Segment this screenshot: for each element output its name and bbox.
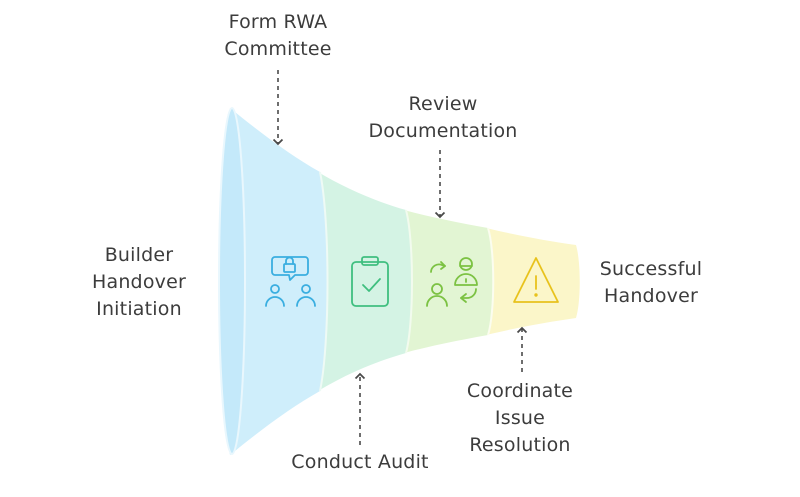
label-form-rwa-committee: Form RWA Committee [224, 11, 332, 60]
people-exchange-icon [426, 257, 478, 307]
segment-divider [319, 171, 329, 392]
meeting-lock-icon [265, 256, 316, 307]
warning-triangle-icon [513, 257, 559, 303]
segment-divider [405, 209, 413, 354]
label-builder-handover-initiation: Builder Handover Initiation [91, 244, 186, 320]
segment-divider [487, 227, 495, 336]
funnel-segment-resolution [486, 228, 580, 335]
label-review-documentation: Review Documentation [368, 93, 518, 142]
label-coordinate-issue-resolution: Coordinate Issue Resolution [466, 380, 574, 456]
clipboard-check-icon [351, 256, 389, 307]
funnel-mouth [218, 107, 246, 455]
label-successful-handover: Successful Handover [599, 258, 703, 307]
label-conduct-audit: Conduct Audit [291, 451, 429, 473]
funnel-segment-review [404, 210, 494, 353]
funnel-segment-initiation [221, 108, 328, 455]
funnel-segment-audit [318, 172, 412, 391]
